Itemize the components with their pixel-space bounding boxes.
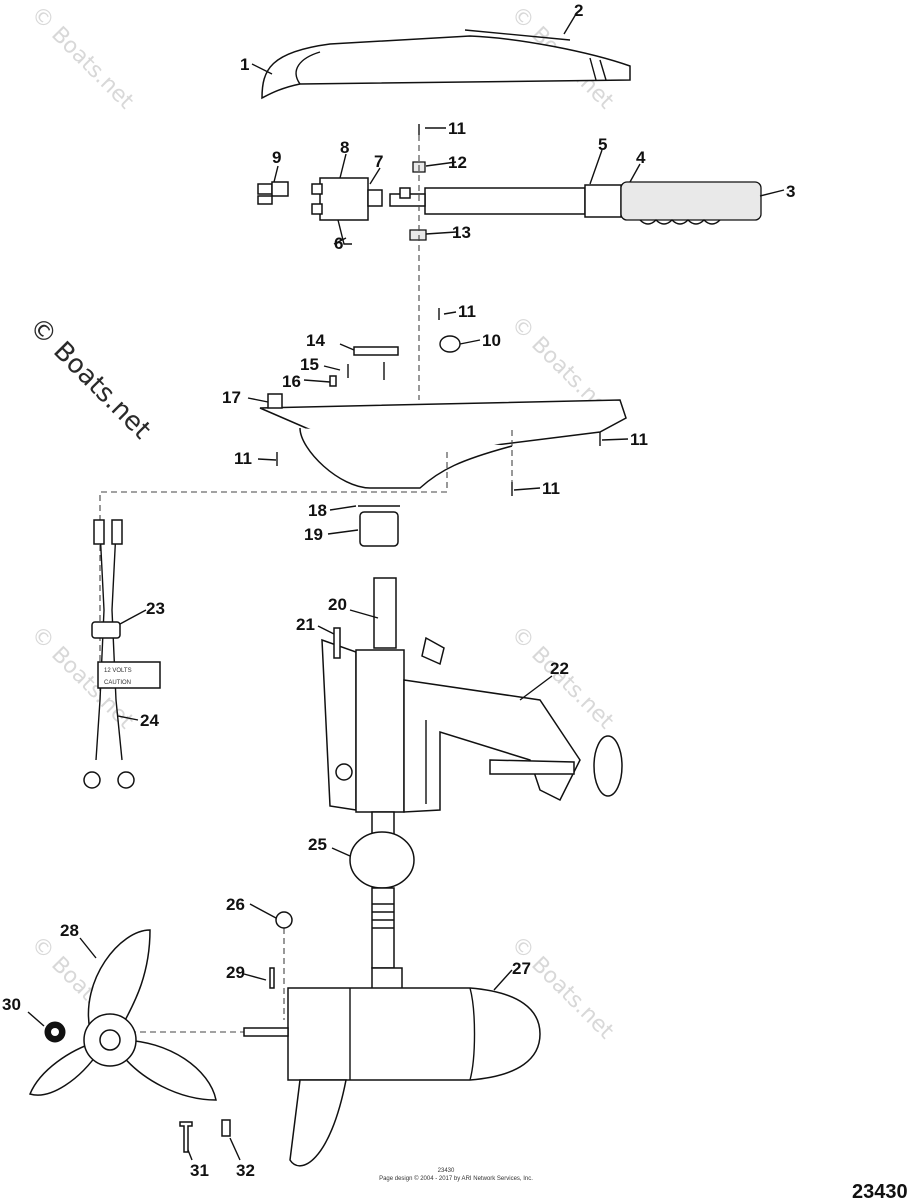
callout-28: 28	[60, 921, 79, 940]
assembly-lines	[99, 135, 513, 1033]
callout-24: 24	[140, 711, 159, 730]
prop-nut-part	[44, 1021, 66, 1043]
propeller-part	[28, 929, 217, 1101]
callout-12: 12	[448, 153, 467, 172]
top-cover-part	[261, 29, 631, 100]
tiller-handle-part	[389, 181, 762, 225]
callout-18: 18	[308, 501, 327, 520]
diagram-number: 23430	[852, 1181, 908, 1200]
power-cable-part: 12 VOLTS CAUTION	[83, 519, 161, 789]
callout-30: 30	[2, 995, 21, 1014]
callout-1: 1	[240, 55, 249, 74]
head-housing-part	[259, 393, 627, 489]
callout-11: 11	[448, 119, 466, 138]
callout-2: 2	[574, 1, 583, 20]
leader-lines	[27, 13, 785, 1161]
callout-25: 25	[308, 835, 327, 854]
callout-32: 32	[236, 1161, 255, 1180]
callout-19: 19	[304, 525, 323, 544]
callout-23: 23	[146, 599, 165, 618]
watermark-prominent: © Boats.net	[23, 312, 156, 445]
footer-code: 23430	[438, 1168, 455, 1174]
screw-and-key-part	[179, 1119, 231, 1153]
bracket-part	[321, 577, 623, 813]
callout-11e: 11	[542, 479, 560, 498]
callout-16: 16	[282, 372, 301, 391]
callout-22: 22	[550, 659, 569, 678]
shaft-collar-part	[349, 811, 415, 969]
switch-part	[311, 177, 383, 245]
small-hardware	[276, 124, 601, 496]
label-12-volts: 12 VOLTS	[104, 668, 132, 674]
callout-27: 27	[512, 959, 531, 978]
callout-26: 26	[226, 895, 245, 914]
callout-11b: 11	[458, 302, 476, 321]
callout-10: 10	[482, 331, 501, 350]
watermark: © Boats.net	[26, 2, 139, 115]
callout-15: 15	[300, 355, 319, 374]
washer-part	[275, 911, 293, 929]
callout-11c: 11	[234, 449, 252, 468]
callout-labels: 1 2 3 4 5 6 7 8 9 10 11 12 13 11 14 15 1…	[2, 1, 795, 1180]
callout-14: 14	[306, 331, 325, 350]
callout-7: 7	[374, 152, 383, 171]
pin-part	[269, 967, 275, 989]
callout-9: 9	[272, 148, 281, 167]
footer-copyright: Page design © 2004 - 2017 by ARI Network…	[379, 1175, 533, 1182]
callout-4: 4	[636, 148, 646, 167]
label-caution: CAUTION	[104, 680, 131, 686]
callout-11d: 11	[630, 430, 648, 449]
callout-8: 8	[340, 138, 349, 157]
callout-29: 29	[226, 963, 245, 982]
callout-13: 13	[452, 223, 471, 242]
callout-20: 20	[328, 595, 347, 614]
callout-31: 31	[190, 1161, 209, 1180]
callout-21: 21	[296, 615, 315, 634]
callout-17: 17	[222, 388, 241, 407]
callout-3: 3	[786, 182, 795, 201]
callout-6: 6	[334, 234, 343, 253]
callout-5: 5	[598, 135, 607, 154]
lower-unit-part	[243, 967, 541, 1167]
collar-part	[358, 505, 400, 547]
connector-part	[257, 181, 289, 205]
